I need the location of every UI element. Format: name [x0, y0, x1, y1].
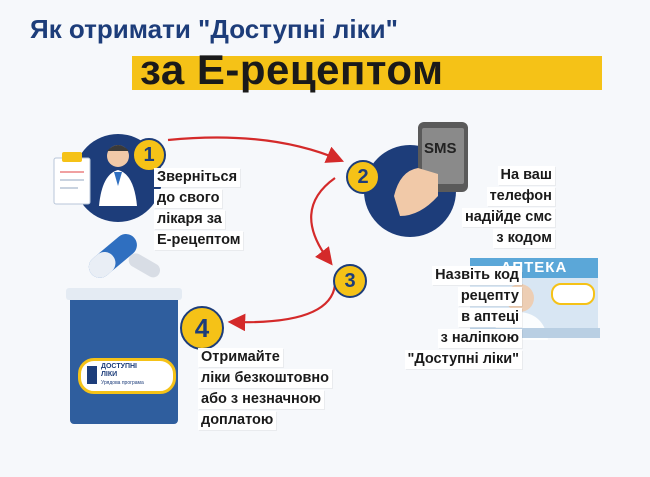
page-subtitle: за Е-рецептом — [140, 46, 444, 93]
step3-text: Назвіть код рецепту в аптеці з наліпкою … — [374, 266, 522, 371]
pharmacy-counter — [470, 328, 600, 338]
phone-icon — [394, 122, 468, 216]
page-title: Як отримати "Доступні ліки" — [30, 14, 398, 44]
arrow-icon — [227, 284, 337, 332]
step2-number-badge: 2 — [346, 160, 380, 194]
step4-number-badge: 4 — [180, 306, 224, 350]
arrow-icon — [310, 177, 336, 266]
logo-sticker — [551, 283, 595, 305]
title-highlight — [132, 56, 602, 90]
step4-text: Отримайте ліки безкоштовно або з незначн… — [198, 348, 332, 432]
doctor-icon — [53, 145, 137, 206]
trident-icon — [87, 366, 97, 384]
sms-label: SMS — [424, 140, 457, 157]
jar-lid — [66, 288, 182, 300]
step3-number-badge: 3 — [333, 264, 367, 298]
logo-text: ДОСТУПНІ ЛІКИ Урядова програма — [101, 363, 144, 386]
jar-logo: ДОСТУПНІ ЛІКИ Урядова програма — [78, 358, 176, 394]
step1-number-badge: 1 — [132, 138, 166, 172]
step2-text: На ваш телефон надійде смс з кодом — [462, 166, 555, 250]
step1-text: Зверніться до свого лікаря за Е-рецептом — [154, 168, 244, 252]
pills-icon — [88, 234, 161, 278]
arrow-icon — [167, 136, 345, 163]
